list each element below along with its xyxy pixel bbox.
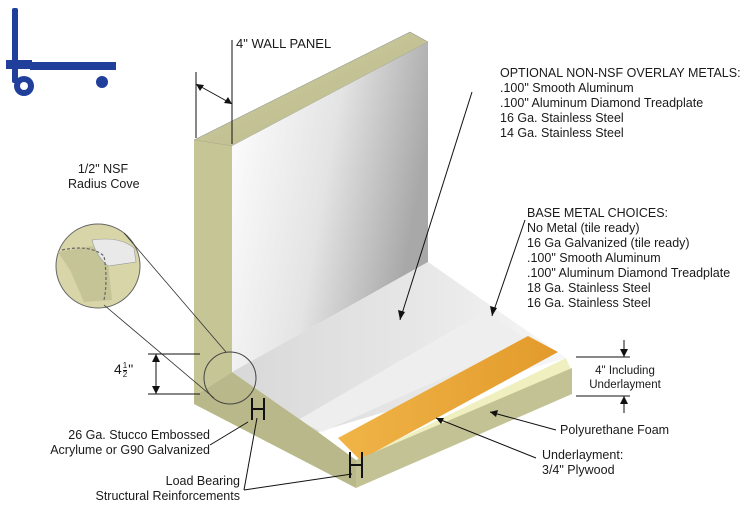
wall-panel-label: 4" WALL PANEL [236,36,332,51]
overlay-item: .100" Aluminum Diamond Treadplate [500,96,704,110]
underlayment-line1: Underlayment: [542,448,624,462]
including-line2: Underlayment [589,379,661,391]
overlay-metals-title: OPTIONAL NON-NSF OVERLAY METALS: [500,66,741,80]
radius-cove-label: 1/2" NSF Radius Cove [68,162,140,192]
cove-label-line2: Radius Cove [68,177,140,191]
floor-right-foam [356,368,572,488]
overlay-item: 16 Ga. Stainless Steel [500,111,624,125]
load-line2: Structural Reinforcements [95,489,240,503]
base-item: .100" Smooth Aluminum [527,251,661,265]
overlay-item: 14 Ga. Stainless Steel [500,126,624,140]
cove-detail-target [203,351,257,405]
skin-label: 26 Ga. Stucco Embossed Acrylume or G90 G… [20,428,210,458]
base-metals-list: BASE METAL CHOICES: No Metal (tile ready… [527,206,730,311]
cove-label-line1: 1/2" NSF [77,162,129,176]
floor-metal-surface [232,262,566,432]
height-unit: " [128,361,134,378]
skin-line1: 26 Ga. Stucco Embossed [68,428,210,442]
reinforcement-left [251,398,265,420]
base-metals-title: BASE METAL CHOICES: [527,206,669,220]
height-num: 1 [122,361,128,371]
including-line1: 4" Including [595,365,655,377]
wall-foam-edge [194,140,232,396]
load-line1: Load Bearing [165,474,240,488]
underlayment-line2: 3/4" Plywood [542,463,615,477]
height-whole: 4 [114,361,122,378]
overlay-metals-list: OPTIONAL NON-NSF OVERLAY METALS: .100" S… [500,66,741,141]
plywood-layer [338,336,558,460]
base-item: 16 Ga Galvanized (tile ready) [527,236,690,250]
thickness-including-label: 4" Including Underlayment [586,364,664,392]
height-den: 2 [122,370,128,379]
base-item: 18 Ga. Stainless Steel [527,281,651,295]
floor-front-foam [194,372,356,488]
reinforcement-right [349,452,363,478]
base-item: No Metal (tile ready) [527,221,640,235]
load-bearing-label: Load Bearing Structural Reinforcements [40,474,240,504]
skin-line2: Acrylume or G90 Galvanized [50,443,210,457]
floor-overlay-strip [298,312,528,432]
underlayment-label: Underlayment: 3/4" Plywood [542,448,623,478]
base-item: .100" Aluminum Diamond Treadplate [527,266,731,280]
overlay-item: .100" Smooth Aluminum [500,81,634,95]
polyurethane-foam-label: Polyurethane Foam [560,423,670,437]
base-item: 16 Ga. Stainless Steel [527,296,651,310]
pallet-jack-icon [6,8,116,96]
